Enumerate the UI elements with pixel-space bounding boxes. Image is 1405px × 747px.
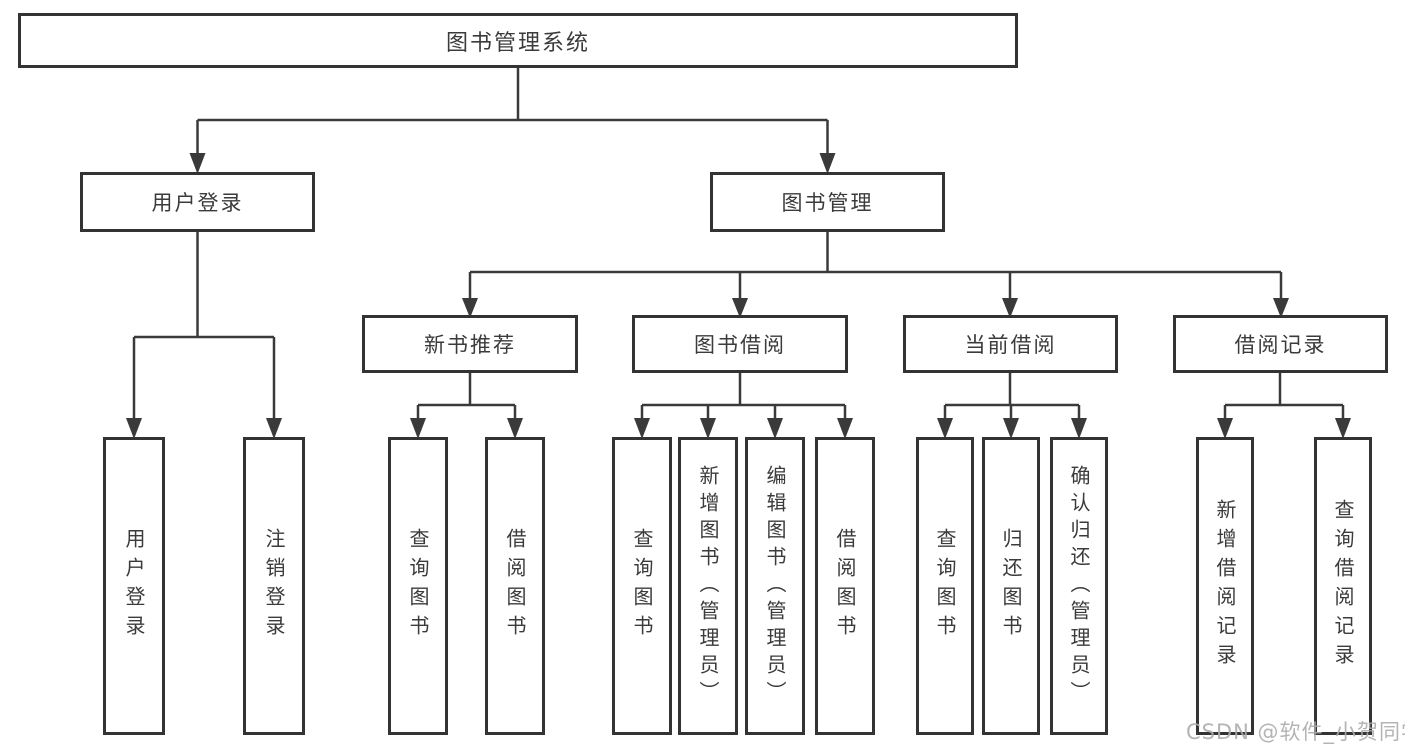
node-user-login: 用户登录	[80, 172, 315, 232]
node-book-borrow: 图书借阅	[632, 315, 848, 373]
leaf-user-login: 用户登录	[103, 437, 165, 735]
leaf-borrow-books-1: 借阅图书	[485, 437, 545, 735]
node-label: 编辑图书（管理员）	[763, 464, 787, 708]
node-new-book-recommend: 新书推荐	[362, 315, 578, 373]
leaf-add-books-admin: 新增图书（管理员）	[678, 437, 738, 735]
leaf-add-borrow-record: 新增借阅记录	[1196, 437, 1254, 735]
node-label: 归还图书	[999, 528, 1023, 644]
node-label: 查询借阅记录	[1331, 499, 1355, 673]
leaf-logout: 注销登录	[243, 437, 305, 735]
node-root-system: 图书管理系统	[18, 13, 1018, 68]
node-book-management: 图书管理	[710, 172, 945, 232]
node-label: 图书管理	[781, 191, 874, 215]
node-label: 用户登录	[122, 528, 146, 644]
node-label: 新增图书（管理员）	[696, 464, 720, 708]
node-label: 查询图书	[406, 528, 430, 644]
leaf-borrow-books-2: 借阅图书	[815, 437, 875, 735]
node-label: 查询图书	[630, 528, 654, 644]
node-label: 查询图书	[933, 528, 957, 644]
leaf-return-books: 归还图书	[982, 437, 1040, 735]
node-label: 用户登录	[151, 191, 244, 215]
node-label: 新增借阅记录	[1213, 499, 1237, 673]
leaf-confirm-return-admin: 确认归还（管理员）	[1050, 437, 1108, 735]
leaf-query-books-1: 查询图书	[388, 437, 448, 735]
node-label: 图书借阅	[694, 333, 786, 357]
node-label: 图书管理系统	[445, 30, 590, 56]
node-borrow-records: 借阅记录	[1173, 315, 1388, 373]
node-label: 新书推荐	[424, 333, 516, 357]
node-current-borrow: 当前借阅	[903, 315, 1118, 373]
leaf-edit-books-admin: 编辑图书（管理员）	[745, 437, 805, 735]
node-label: 注销登录	[262, 528, 286, 644]
node-label: 借阅记录	[1234, 333, 1327, 357]
node-label: 确认归还（管理员）	[1067, 464, 1091, 708]
csdn-watermark: CSDN @软件_小贺同学	[1186, 720, 1405, 744]
node-label: 当前借阅	[964, 333, 1057, 357]
leaf-query-books-2: 查询图书	[612, 437, 672, 735]
node-label: 借阅图书	[833, 528, 857, 644]
leaf-query-books-3: 查询图书	[916, 437, 974, 735]
leaf-query-borrow-record: 查询借阅记录	[1314, 437, 1372, 735]
node-label: 借阅图书	[503, 528, 527, 644]
